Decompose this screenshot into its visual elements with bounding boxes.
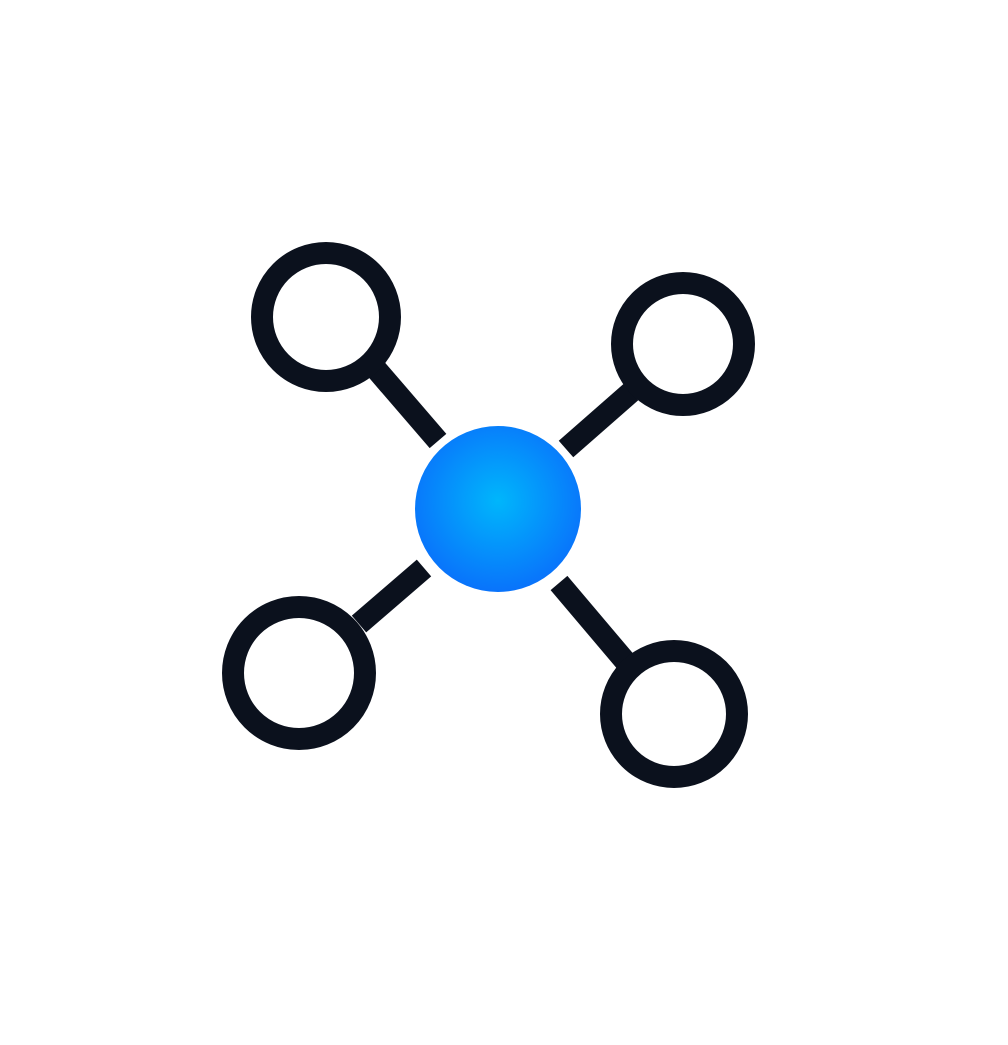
- spoke-top-left: [367, 361, 447, 449]
- spoke-bottom-left: [351, 559, 432, 633]
- node-bottom-right: [600, 640, 748, 788]
- hub-node: [415, 426, 581, 592]
- node-bottom-left: [222, 596, 376, 750]
- node-top-right: [611, 272, 755, 416]
- spoke-bottom-right: [550, 575, 634, 669]
- spoke-top-right: [558, 383, 639, 458]
- node-top-left: [251, 242, 401, 392]
